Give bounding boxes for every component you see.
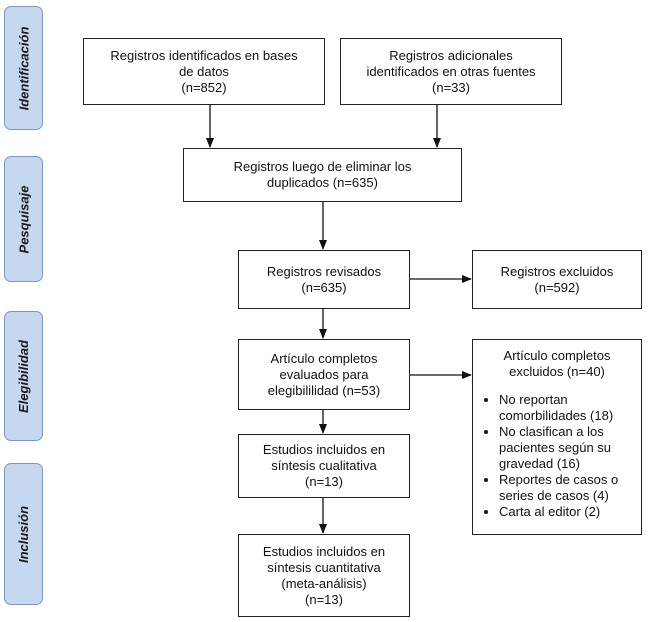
box-text: (n=13) bbox=[305, 591, 343, 607]
box-text: (n=852) bbox=[181, 79, 227, 95]
box-text: (n=592) bbox=[534, 279, 580, 295]
phase-label-elegibilidad: Elegibilidad bbox=[4, 311, 43, 441]
exclusion-reason: No clasifican a los pacientes según su g… bbox=[499, 424, 635, 472]
box-records-excluded: Registros excluidos (n=592) bbox=[472, 250, 642, 309]
box-text: Estudios incluidos en bbox=[262, 442, 386, 457]
box-text: (meta-análisis) bbox=[281, 575, 367, 591]
box-text: síntesis cuantitativa bbox=[267, 559, 381, 575]
box-text: (n=33) bbox=[432, 79, 470, 95]
exclusion-reasons-list: No reportan comorbilidades (18) No clasi… bbox=[479, 392, 635, 520]
reason-text: Carta al editor (2) bbox=[499, 504, 601, 519]
exclusion-reason: No reportan comorbilidades (18) bbox=[499, 392, 635, 424]
exclusion-reason: Reportes de casos o series de casos (4) bbox=[499, 472, 635, 504]
box-fulltext-excluded: Artículo completos excluidos (n=40) No r… bbox=[472, 339, 642, 535]
box-text: Registros identificados en bases bbox=[110, 47, 298, 63]
box-records-other-sources: Registros adicionales identificados en o… bbox=[340, 38, 562, 105]
box-text: Registros luego de eliminar los bbox=[233, 159, 412, 174]
box-records-after-duplicates: Registros luego de eliminar los duplicad… bbox=[183, 148, 462, 202]
box-text: Registros adicionales bbox=[389, 47, 513, 63]
phase-text: Identificación bbox=[16, 26, 32, 110]
exclusion-reason: Carta al editor (2) bbox=[499, 504, 635, 520]
phase-label-pesquisaje: Pesquisaje bbox=[4, 156, 43, 282]
box-studies-qualitative: Estudios incluidos en síntesis cualitati… bbox=[238, 434, 410, 498]
box-text: Artículo completos bbox=[270, 350, 378, 366]
box-text: elegibililidad (n=53) bbox=[267, 382, 381, 398]
box-text: síntesis cualitativa bbox=[271, 458, 377, 473]
reason-text: No clasifican a los bbox=[499, 424, 604, 439]
box-text: Artículo completos bbox=[503, 348, 611, 363]
box-text: identificados en otras fuentes bbox=[366, 63, 536, 79]
phase-text: Pesquisaje bbox=[16, 185, 31, 253]
phase-label-inclusion: Inclusión bbox=[4, 463, 43, 605]
box-text: duplicados (n=635) bbox=[267, 175, 378, 190]
reason-text: Reportes de casos o bbox=[499, 472, 619, 487]
reason-text: comorbilidades (18) bbox=[499, 408, 614, 423]
phase-label-identificacion: Identificación bbox=[4, 6, 43, 130]
box-studies-quantitative: Estudios incluidos en síntesis cuantitat… bbox=[238, 534, 410, 617]
box-text: Registros revisados bbox=[266, 263, 382, 279]
reason-text: pacientes según su bbox=[499, 440, 612, 455]
box-text: evaluados para bbox=[279, 366, 369, 382]
reason-text: No reportan bbox=[499, 392, 568, 407]
reason-text: gravedad (16) bbox=[499, 456, 580, 471]
box-text: Estudios incluidos en bbox=[262, 543, 386, 559]
box-records-screened: Registros revisados (n=635) bbox=[238, 250, 410, 309]
box-text: de datos bbox=[179, 63, 229, 79]
reason-text: series de casos (4) bbox=[499, 488, 609, 503]
box-text: (n=635) bbox=[301, 279, 347, 295]
box-text: excluidos (n=40) bbox=[509, 364, 605, 379]
box-text: Registros excluidos bbox=[500, 263, 614, 279]
phase-text: Elegibilidad bbox=[16, 339, 31, 413]
phase-text: Inclusión bbox=[16, 505, 31, 563]
box-records-databases: Registros identificados en bases de dato… bbox=[83, 38, 325, 105]
box-fulltext-assessed: Artículo completos evaluados para elegib… bbox=[238, 339, 410, 410]
box-text: (n=13) bbox=[305, 474, 343, 489]
